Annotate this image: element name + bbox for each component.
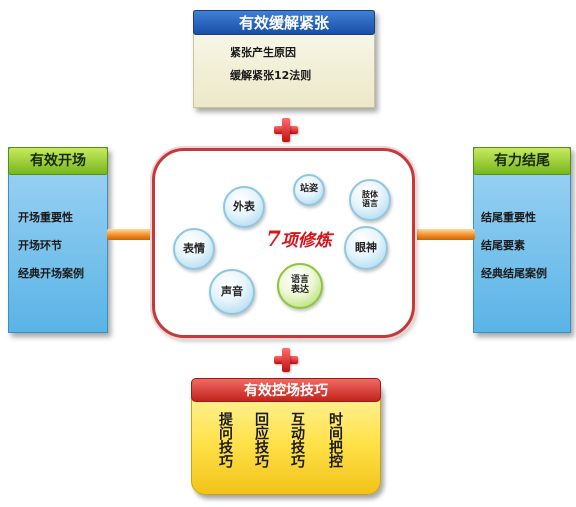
bubble-appearance: 外表 [223,186,265,228]
bottom-box-title: 有效控场技巧 [191,378,381,402]
plus-icon [274,348,298,372]
left-box-line: 经典开场案例 [18,267,84,280]
center-title: 7项修炼 [258,227,340,253]
bottom-box-column: 提问技巧 [217,412,233,468]
left-connector [107,229,155,240]
top-box-title: 有效缓解紧张 [193,10,375,35]
bubble-voice: 声音 [209,269,255,315]
bubble-verbal-expression: 语言 表达 [277,263,323,309]
left-box-line: 开场重要性 [18,211,73,224]
top-box-line: 缓解紧张12法则 [230,69,312,82]
left-box-line: 开场环节 [18,239,62,252]
center-title-number: 7 [266,226,281,251]
bubble-body-language: 肢体 语言 [349,179,391,221]
right-box-line: 结尾重要性 [481,211,536,224]
top-box-line: 紧张产生原因 [230,46,296,59]
bubble-expression: 表情 [173,228,215,270]
center-title-text: 项修炼 [280,231,332,251]
plus-icon [274,118,298,142]
left-box-title: 有效开场 [8,147,108,175]
bottom-box-column: 时间把控 [327,412,343,468]
bubble-stance: 站姿 [293,174,325,206]
right-connector [413,229,475,240]
right-box-line: 结尾要素 [481,239,525,252]
bubble-eyes: 眼神 [344,226,388,270]
left-box [8,147,108,333]
right-box-title: 有力结尾 [473,147,571,175]
right-box [473,147,571,333]
right-box-line: 经典结尾案例 [481,267,547,280]
bottom-box-column: 互动技巧 [289,412,305,468]
bottom-box-column: 回应技巧 [253,412,269,468]
